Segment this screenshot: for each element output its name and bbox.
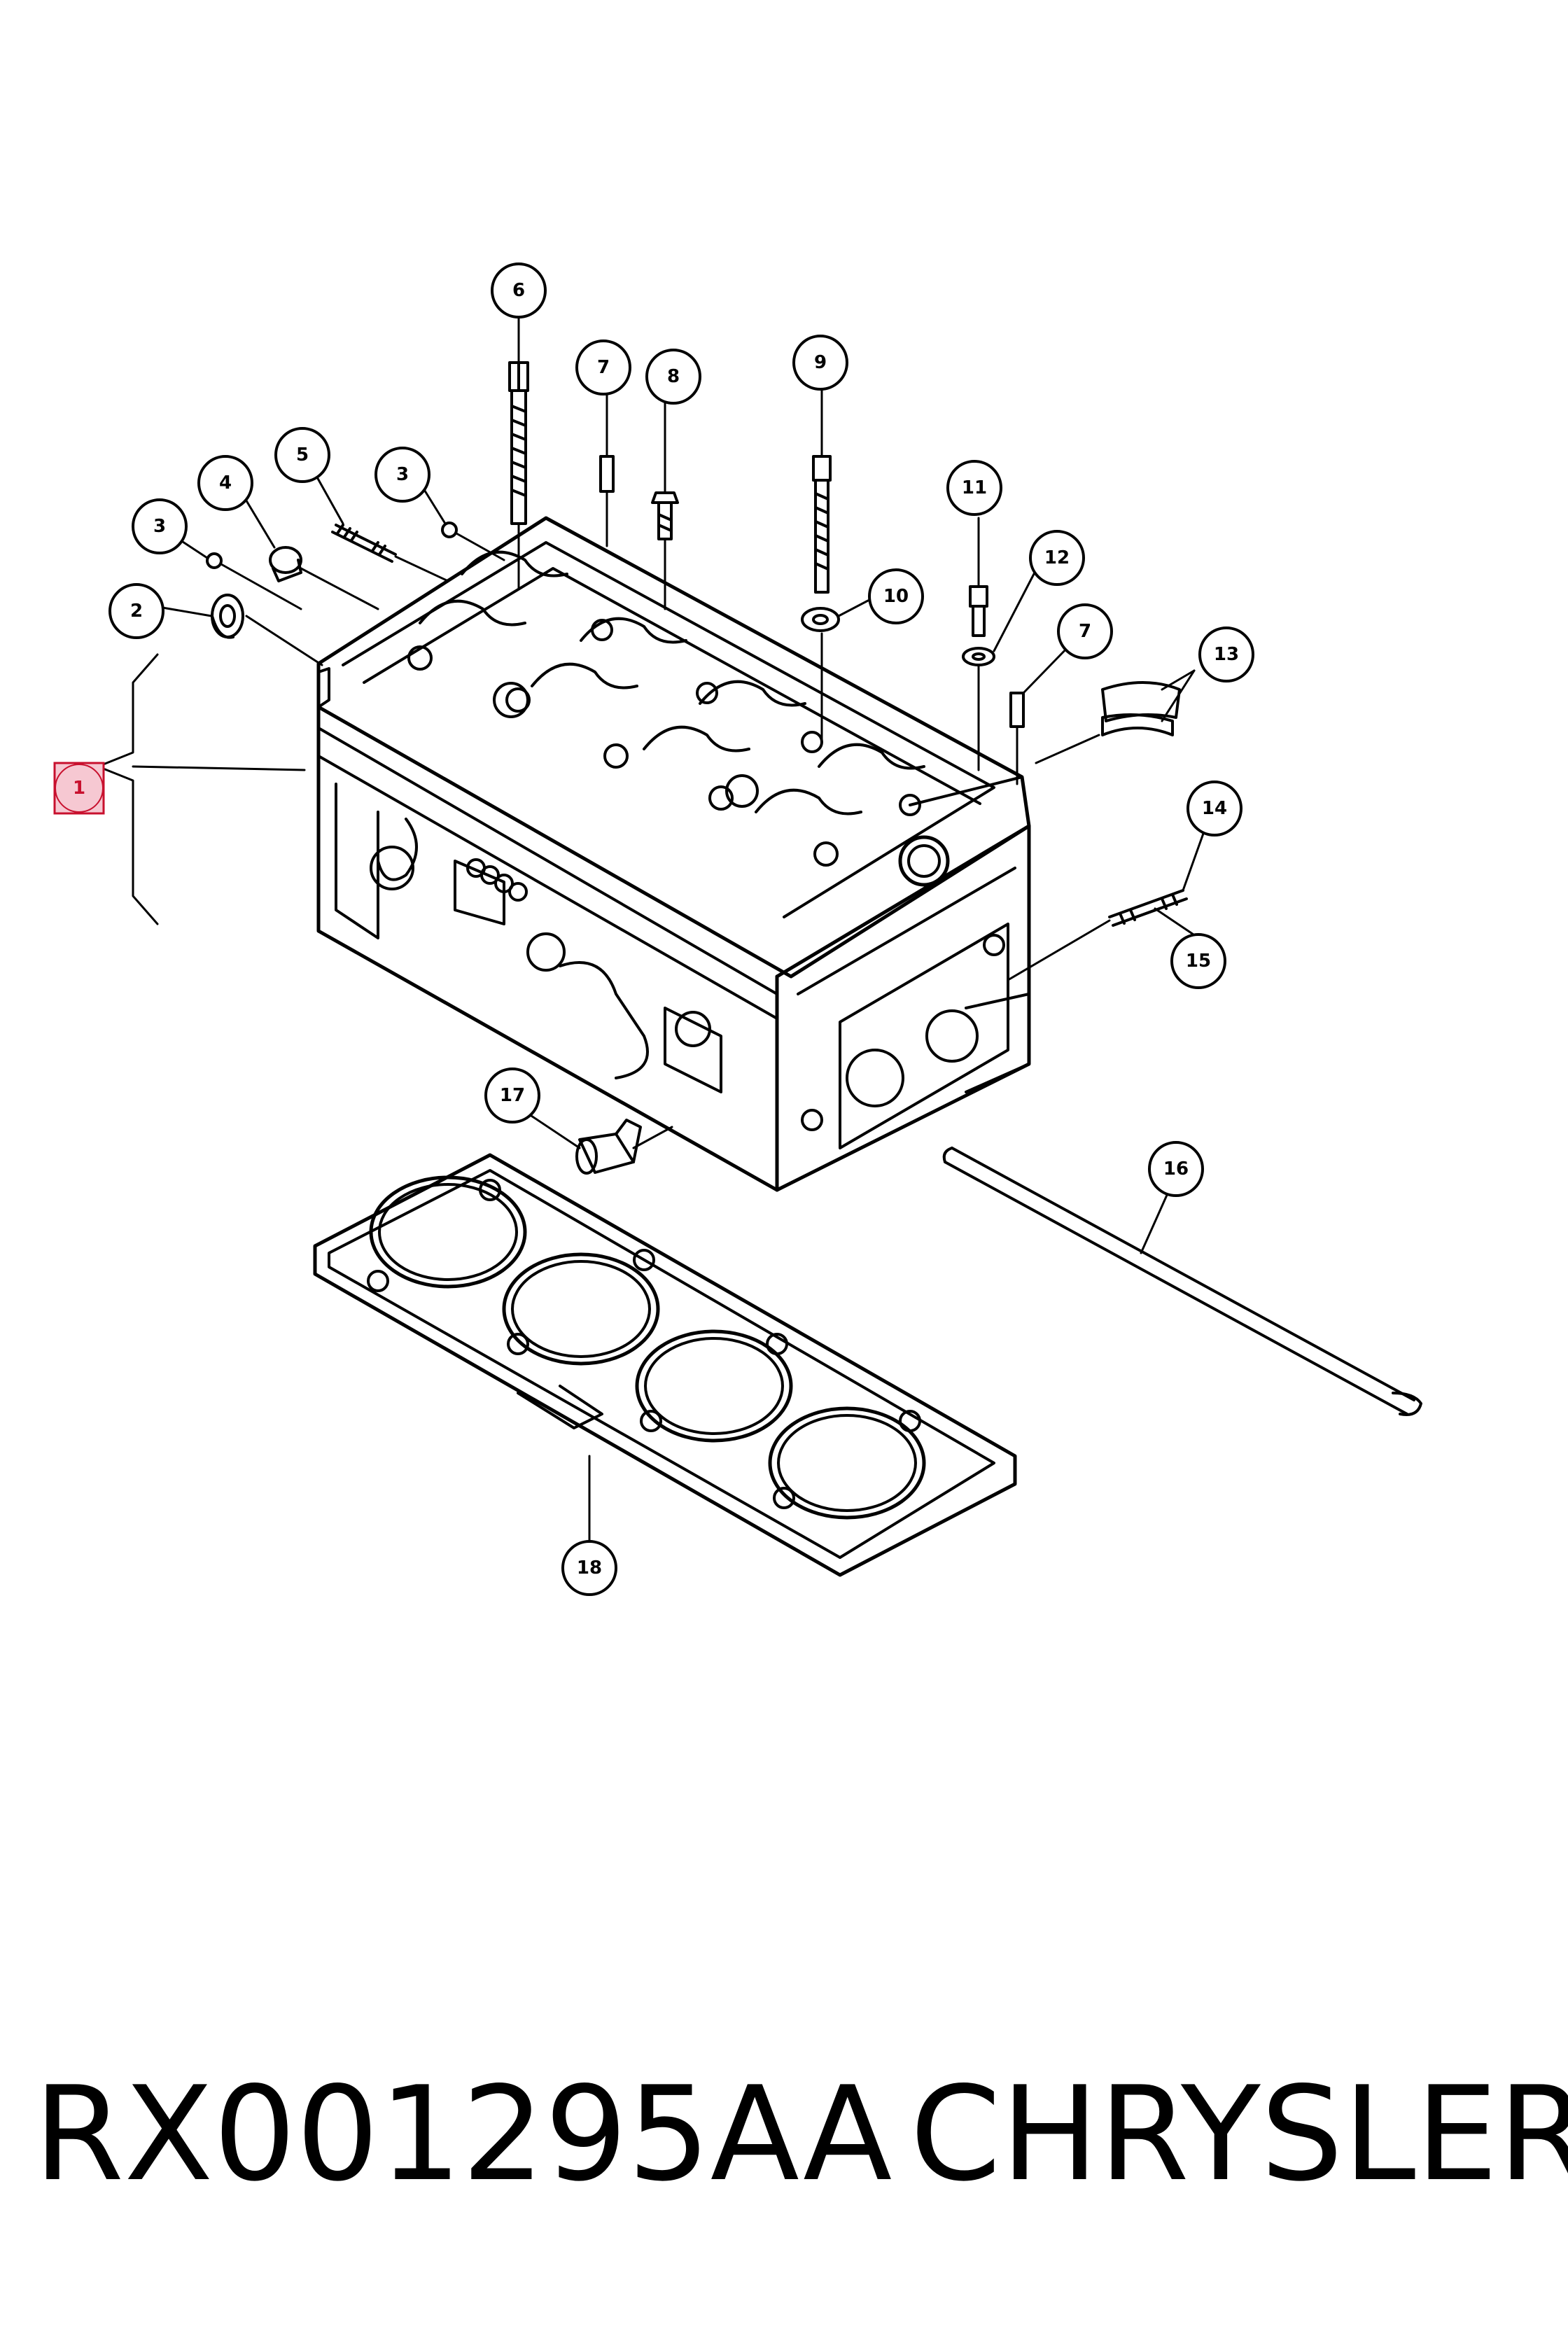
callout-5[interactable]: 5 <box>274 427 330 483</box>
callout-13[interactable]: 13 <box>1198 626 1254 682</box>
callout-11-label: 11 <box>962 477 987 498</box>
callout-7-top[interactable]: 7 <box>575 340 631 396</box>
bearing-shells <box>1101 681 1181 736</box>
callout-14[interactable]: 14 <box>1186 780 1242 836</box>
callout-17-label: 17 <box>500 1085 525 1106</box>
stud <box>331 524 397 563</box>
small-washer <box>962 647 995 666</box>
callout-17[interactable]: 17 <box>484 1068 540 1124</box>
callout-4[interactable]: 4 <box>197 455 253 511</box>
head-gasket <box>313 1153 1017 1577</box>
dowel-pin-right <box>1009 692 1025 728</box>
seal-ring <box>211 594 244 639</box>
callout-12[interactable]: 12 <box>1029 530 1085 586</box>
head-bolt-long-2 <box>812 455 832 594</box>
elbow-fitting <box>575 1119 642 1175</box>
cup-plug <box>269 546 302 582</box>
callout-15-label: 15 <box>1186 951 1211 972</box>
callout-10-label: 10 <box>883 586 909 607</box>
callout-15[interactable]: 15 <box>1170 933 1226 989</box>
callout-4-label: 4 <box>219 472 232 493</box>
callout-1[interactable]: 1 <box>53 762 105 815</box>
callout-3-left[interactable]: 3 <box>132 498 188 554</box>
dowel-pin-top <box>599 455 615 493</box>
callout-16[interactable]: 16 <box>1148 1141 1204 1197</box>
callout-16-label: 16 <box>1163 1158 1189 1180</box>
callout-9-label: 9 <box>814 352 827 373</box>
callout-9[interactable]: 9 <box>792 335 848 391</box>
callout-12-label: 12 <box>1044 547 1070 568</box>
callout-18-label: 18 <box>577 1558 602 1578</box>
long-rod <box>942 1147 1422 1416</box>
callout-8-label: 8 <box>667 366 680 387</box>
washer <box>801 607 840 632</box>
callout-2[interactable]: 2 <box>108 583 164 639</box>
callout-3-top[interactable]: 3 <box>374 447 430 503</box>
callout-7-right[interactable]: 7 <box>1057 603 1113 659</box>
callout-6[interactable]: 6 <box>491 262 547 318</box>
callout-13-label: 13 <box>1214 644 1239 665</box>
cylinder-head <box>316 516 1031 1192</box>
plug-small-left <box>206 552 223 569</box>
callout-11[interactable]: 11 <box>946 460 1002 516</box>
callout-18[interactable]: 18 <box>561 1540 617 1596</box>
callout-3-left-label: 3 <box>153 516 166 537</box>
callouts: 1 2 3 3 4 5 6 7 <box>53 262 1254 1596</box>
small-bolt <box>969 585 988 637</box>
callout-14-label: 14 <box>1202 798 1227 819</box>
stud-side <box>1108 889 1188 927</box>
callout-1-label: 1 <box>73 778 85 799</box>
flange-bolt <box>651 491 679 540</box>
part-number: RX001295AA <box>34 2058 892 2210</box>
callout-5-label: 5 <box>296 444 309 465</box>
head-bolt-long <box>508 361 529 525</box>
brand-name: CHRYSLER <box>910 2058 1568 2210</box>
footer: RX001295AA CHRYSLER <box>0 2058 1568 2219</box>
callout-7-right-label: 7 <box>1079 621 1091 642</box>
callout-8[interactable]: 8 <box>645 349 701 405</box>
callout-3-top-label: 3 <box>396 464 409 485</box>
plug-small-top <box>441 522 458 538</box>
callout-10[interactable]: 10 <box>868 568 924 624</box>
callout-6-label: 6 <box>512 280 525 301</box>
callout-2-label: 2 <box>130 601 143 622</box>
callout-7-top-label: 7 <box>597 357 610 378</box>
